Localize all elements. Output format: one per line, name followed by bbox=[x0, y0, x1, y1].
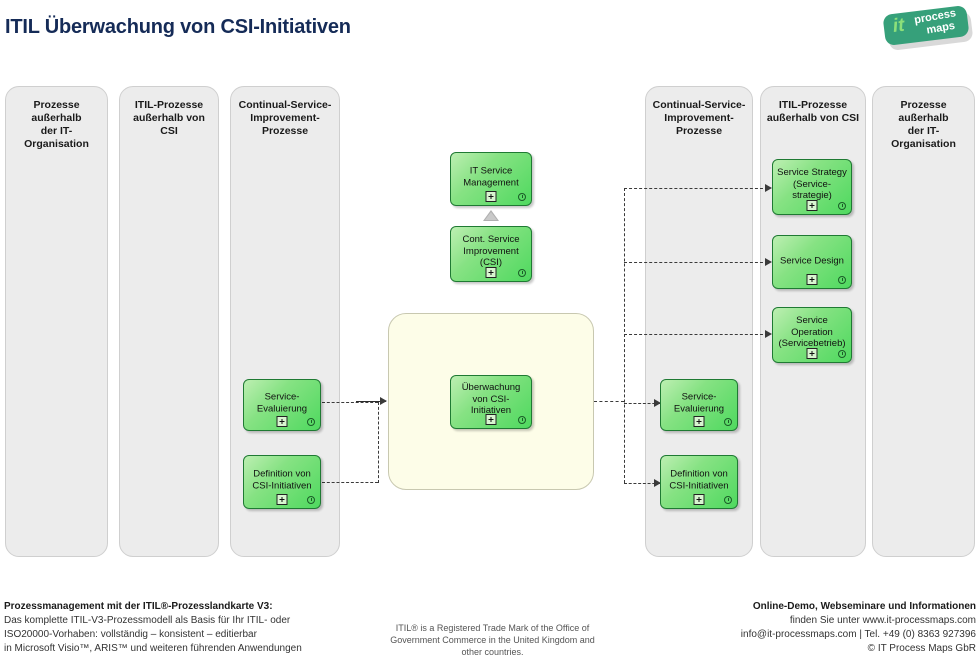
swimlane-label: Prozesse außerhalb der IT-Organisation bbox=[891, 99, 956, 150]
expand-plus-icon[interactable] bbox=[806, 274, 818, 285]
process-box-cont-service-improvement[interactable]: Cont. Service Improvement (CSI) bbox=[450, 226, 532, 282]
footer-right-line3: © IT Process Maps GbR bbox=[867, 643, 976, 654]
process-label: Service Strategy (Service- strategie) bbox=[777, 166, 847, 201]
connector-out-of-container bbox=[594, 401, 624, 402]
process-label: Service- Evaluierung bbox=[673, 391, 725, 415]
clock-icon bbox=[724, 496, 732, 504]
expand-plus-icon[interactable] bbox=[276, 416, 288, 427]
process-box-it-service-management[interactable]: IT Service Management bbox=[450, 152, 532, 206]
footer-right-headline: Online-Demo, Webseminare und Information… bbox=[752, 601, 976, 612]
logo-text-it: it bbox=[891, 14, 906, 37]
footer-right: Online-Demo, Webseminare und Information… bbox=[741, 600, 976, 656]
connector-to-right-definition bbox=[624, 483, 660, 484]
swimlane-label: Continual-Service- Improvement- Prozesse bbox=[238, 99, 332, 137]
arrow-into-container bbox=[380, 397, 387, 405]
footer-center-line1: ITIL® is a Registered Trade Mark of the … bbox=[395, 623, 590, 633]
swimlane-label: Continual-Service- Improvement- Prozesse bbox=[652, 99, 746, 137]
clock-icon bbox=[518, 193, 526, 201]
expand-plus-icon[interactable] bbox=[806, 200, 818, 211]
clock-icon bbox=[518, 269, 526, 277]
swimlane-left-itil: ITIL-Prozesse außerhalb von CSI bbox=[119, 86, 219, 557]
connector-left-eval bbox=[322, 402, 378, 403]
footer-left-line3: in Microsoft Visio™, ARIS™ und weiteren … bbox=[4, 643, 302, 654]
process-box-left-service-evaluierung[interactable]: Service- Evaluierung bbox=[243, 379, 321, 431]
connector-left-definition bbox=[322, 482, 378, 483]
expand-plus-icon[interactable] bbox=[693, 416, 705, 427]
clock-icon bbox=[838, 276, 846, 284]
connector-right-distribution bbox=[624, 188, 625, 483]
expand-plus-icon[interactable] bbox=[806, 348, 818, 359]
clock-icon bbox=[518, 416, 526, 424]
page-title: ITIL Überwachung von CSI-Initiativen bbox=[5, 16, 351, 38]
process-box-service-design[interactable]: Service Design bbox=[772, 235, 852, 289]
it-process-maps-logo: it process maps bbox=[880, 4, 976, 52]
process-box-ueberwachung-von-csi-initiativen[interactable]: Überwachung von CSI- Initiativen bbox=[450, 375, 532, 429]
connector-left-into-container bbox=[356, 401, 386, 402]
connector-left-merge bbox=[378, 402, 379, 483]
process-box-right-definition-csi-initiativen[interactable]: Definition von CSI-Initiativen bbox=[660, 455, 738, 509]
clock-icon bbox=[307, 418, 315, 426]
process-label: Cont. Service Improvement (CSI) bbox=[462, 233, 520, 268]
swimlane-right-outside-it: Prozesse außerhalb der IT-Organisation bbox=[872, 86, 975, 557]
footer-center-line2: Government Commerce in the United Kingdo… bbox=[390, 635, 595, 645]
clock-icon bbox=[307, 496, 315, 504]
process-box-left-definition-csi-initiativen[interactable]: Definition von CSI-Initiativen bbox=[243, 455, 321, 509]
process-label: Service Operation (Servicebetrieb) bbox=[778, 314, 846, 349]
footer-right-line1: finden Sie unter www.it-processmaps.com bbox=[789, 615, 976, 626]
clock-icon bbox=[838, 350, 846, 358]
expand-plus-icon[interactable] bbox=[485, 414, 497, 425]
footer-left-line1: Das komplette ITIL-V3-Prozessmodell als … bbox=[4, 615, 291, 626]
swimlane-label: Prozesse außerhalb der IT-Organisation bbox=[24, 99, 89, 150]
footer-right-line2: info@it-processmaps.com | Tel. +49 (0) 8… bbox=[740, 629, 976, 640]
process-box-service-strategy[interactable]: Service Strategy (Service- strategie) bbox=[772, 159, 852, 215]
footer-center-line3: other countries. bbox=[461, 647, 524, 657]
footer-left-line2: ISO20000-Vorhaben: vollständig – konsist… bbox=[4, 629, 257, 640]
expand-plus-icon[interactable] bbox=[485, 267, 497, 278]
process-label: Definition von CSI-Initiativen bbox=[669, 468, 729, 492]
process-label: Überwachung von CSI- Initiativen bbox=[461, 381, 521, 416]
footer-center-trademark: ITIL® is a Registered Trade Mark of the … bbox=[345, 622, 640, 658]
connector-to-service-design bbox=[624, 262, 768, 263]
clock-icon bbox=[724, 418, 732, 426]
swimlane-label: ITIL-Prozesse außerhalb von CSI bbox=[133, 99, 205, 137]
process-label: IT Service Management bbox=[463, 165, 519, 189]
footer-left: Prozessmanagement mit der ITIL®-Prozessl… bbox=[4, 600, 302, 656]
process-box-right-service-evaluierung[interactable]: Service- Evaluierung bbox=[660, 379, 738, 431]
arrow-service-strategy bbox=[765, 184, 772, 192]
process-label: Service- Evaluierung bbox=[256, 391, 308, 415]
clock-icon bbox=[838, 202, 846, 210]
footer-left-headline: Prozessmanagement mit der ITIL®-Prozessl… bbox=[4, 601, 273, 612]
swimlane-label: ITIL-Prozesse außerhalb von CSI bbox=[766, 99, 860, 124]
arrow-right-eval bbox=[654, 399, 661, 407]
expand-plus-icon[interactable] bbox=[693, 494, 705, 505]
arrow-service-operation bbox=[765, 330, 772, 338]
process-label: Service Design bbox=[780, 255, 844, 267]
process-label: Definition von CSI-Initiativen bbox=[252, 468, 312, 492]
swimlane-left-outside-it: Prozesse außerhalb der IT-Organisation bbox=[5, 86, 108, 557]
connector-to-right-eval bbox=[624, 403, 660, 404]
process-box-service-operation[interactable]: Service Operation (Servicebetrieb) bbox=[772, 307, 852, 363]
arrow-service-design bbox=[765, 258, 772, 266]
hierarchy-triangle-icon bbox=[483, 210, 499, 221]
logo-text-maps: maps bbox=[925, 19, 956, 37]
connector-to-service-operation bbox=[624, 334, 768, 335]
connector-to-service-strategy bbox=[624, 188, 768, 189]
expand-plus-icon[interactable] bbox=[485, 191, 497, 202]
expand-plus-icon[interactable] bbox=[276, 494, 288, 505]
arrow-right-definition bbox=[654, 479, 661, 487]
